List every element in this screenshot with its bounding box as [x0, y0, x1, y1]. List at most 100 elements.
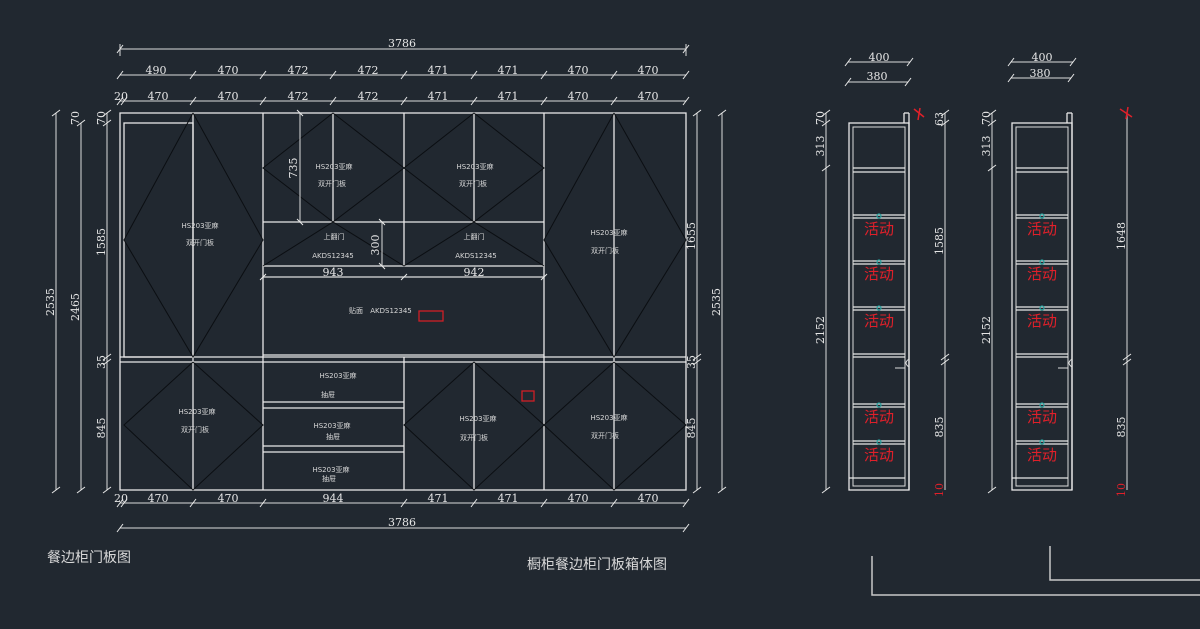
dim-text: 845	[95, 418, 108, 439]
dim-text: 1655	[685, 222, 698, 250]
dim-text: 470	[148, 90, 169, 103]
adjustable-shelf-label: 活动	[1027, 446, 1057, 464]
inner-dimensions: 735 300 943 942	[259, 109, 548, 281]
dim-tick	[120, 498, 128, 508]
dim-text: 943	[323, 266, 344, 279]
dim-row-bottom: 20 470 470 944 471 471 470 470	[114, 492, 690, 508]
adjustable-shelf-label: 活动	[1027, 312, 1057, 330]
dim-tick	[189, 498, 197, 508]
dim-tick	[540, 96, 548, 106]
dim-text: 380	[867, 70, 888, 83]
dim-tick	[540, 498, 548, 508]
front-view-title: 餐边柜门板图	[47, 550, 131, 566]
panel-type-label: 双开门板	[459, 179, 487, 188]
dim-tick	[610, 498, 618, 508]
dim-text: 400	[869, 51, 890, 64]
dim-text: 10	[933, 483, 946, 497]
dim-text: 380	[1030, 67, 1051, 80]
dim-tick	[470, 70, 478, 80]
panel-material-label: HS203亚麻	[456, 162, 493, 171]
dim-text: 35	[685, 355, 698, 369]
dim-text: 471	[498, 64, 519, 77]
dim-text: 2535	[710, 288, 723, 316]
dim-tick	[259, 498, 267, 508]
red-marker-rect	[418, 310, 444, 322]
dim-text: 2465	[69, 293, 82, 321]
dim-text: 1585	[95, 228, 108, 256]
dim-text: 20	[114, 90, 128, 103]
dim-text: 400	[1032, 51, 1053, 64]
adjustable-shelf-label: 活动	[864, 312, 894, 330]
dim-text: 470	[218, 492, 239, 505]
dim-right: 1655 35 845 2535	[685, 109, 727, 494]
dim-text: 470	[638, 492, 659, 505]
drawer-label: 抽屉	[326, 432, 340, 441]
panel-material-label: HS203亚麻	[459, 414, 496, 423]
veneer-label: 贴面	[349, 306, 363, 315]
panel-material-label: HS203亚麻	[178, 407, 215, 416]
dim-text: 735	[287, 158, 300, 179]
dim-text: 3786	[388, 37, 416, 50]
adjustable-shelf-label: 活动	[864, 220, 894, 238]
panel-material-label: HS203亚麻	[315, 162, 352, 171]
dim-text: 471	[428, 90, 449, 103]
panel-material-label: HS203亚麻	[590, 228, 627, 237]
dim-tick	[116, 70, 124, 80]
dim-text: 70	[95, 111, 108, 125]
panel-labels: HS203亚麻 双开门板 HS203亚麻 双开门板 HS203亚麻 双开门板 上…	[178, 162, 627, 483]
dim-text: 835	[1115, 417, 1128, 438]
dim-tick	[540, 70, 548, 80]
dim-tick	[120, 96, 128, 106]
dim-text: 471	[498, 90, 519, 103]
door-swing-lines	[123, 112, 687, 491]
dim-text: 470	[218, 64, 239, 77]
dim-tick	[329, 96, 337, 106]
dim-text: 2535	[44, 288, 57, 316]
dim-text: 472	[358, 90, 379, 103]
dim-text: 313	[980, 136, 993, 157]
red-marker-square	[521, 390, 535, 402]
dim-tick	[470, 96, 478, 106]
drawing-main-title: 橱柜餐边柜门板箱体图	[527, 557, 667, 573]
dim-text: 300	[369, 235, 382, 256]
adjustable-shelf-label: 活动	[1027, 220, 1057, 238]
dim-tick	[610, 96, 618, 106]
panel-type-label: 双开门板	[591, 246, 619, 255]
dim-tick	[116, 498, 124, 508]
flip-door-label: 上翻门	[324, 232, 345, 241]
dim-text: 835	[933, 417, 946, 438]
side-view-2: 400 380 活动 活动 活动 活动 活动	[980, 51, 1133, 497]
dim-text: 470	[638, 90, 659, 103]
adjustable-shelf-label: 活动	[864, 446, 894, 464]
side-view-1: 400 380 活动 活动 活动 活动	[814, 51, 950, 497]
dim-overall-top: 3786	[116, 37, 690, 56]
cabinet-body	[119, 112, 687, 491]
dim-text: 70	[980, 111, 993, 125]
panel-material-label: HS203亚麻	[590, 413, 627, 422]
veneer-code: AKDS12345	[370, 307, 411, 315]
flip-door-code: AKDS12345	[312, 252, 353, 260]
dim-tick	[682, 96, 690, 106]
dim-text: 1648	[1115, 222, 1128, 250]
drawer-material-label: HS203亚麻	[313, 421, 350, 430]
dim-tick	[189, 96, 197, 106]
flip-door-label: 上翻门	[464, 232, 485, 241]
dim-row-top-1: 490 470 472 472 471 471 470 470	[116, 64, 690, 80]
dim-text: 63	[933, 112, 946, 126]
panel-material-label: HS203亚麻	[181, 221, 218, 230]
dim-text: 2152	[980, 316, 993, 344]
dim-text: 70	[814, 111, 827, 125]
drawer-material-label: HS203亚麻	[312, 465, 349, 474]
dim-tick	[400, 96, 408, 106]
adjustable-shelf-label: 活动	[1027, 265, 1057, 283]
dim-tick	[116, 96, 124, 106]
panel-type-label: 双开门板	[591, 431, 619, 440]
dim-text: 3786	[388, 516, 416, 529]
dim-tick	[682, 70, 690, 80]
dim-text: 845	[685, 418, 698, 439]
dim-text: 472	[288, 64, 309, 77]
dim-text: 471	[428, 64, 449, 77]
dim-overall-bottom: 3786	[116, 516, 690, 533]
dim-row-top-2: 20 470 470 472 472 471 471 470 470	[114, 90, 690, 106]
dim-tick	[259, 96, 267, 106]
